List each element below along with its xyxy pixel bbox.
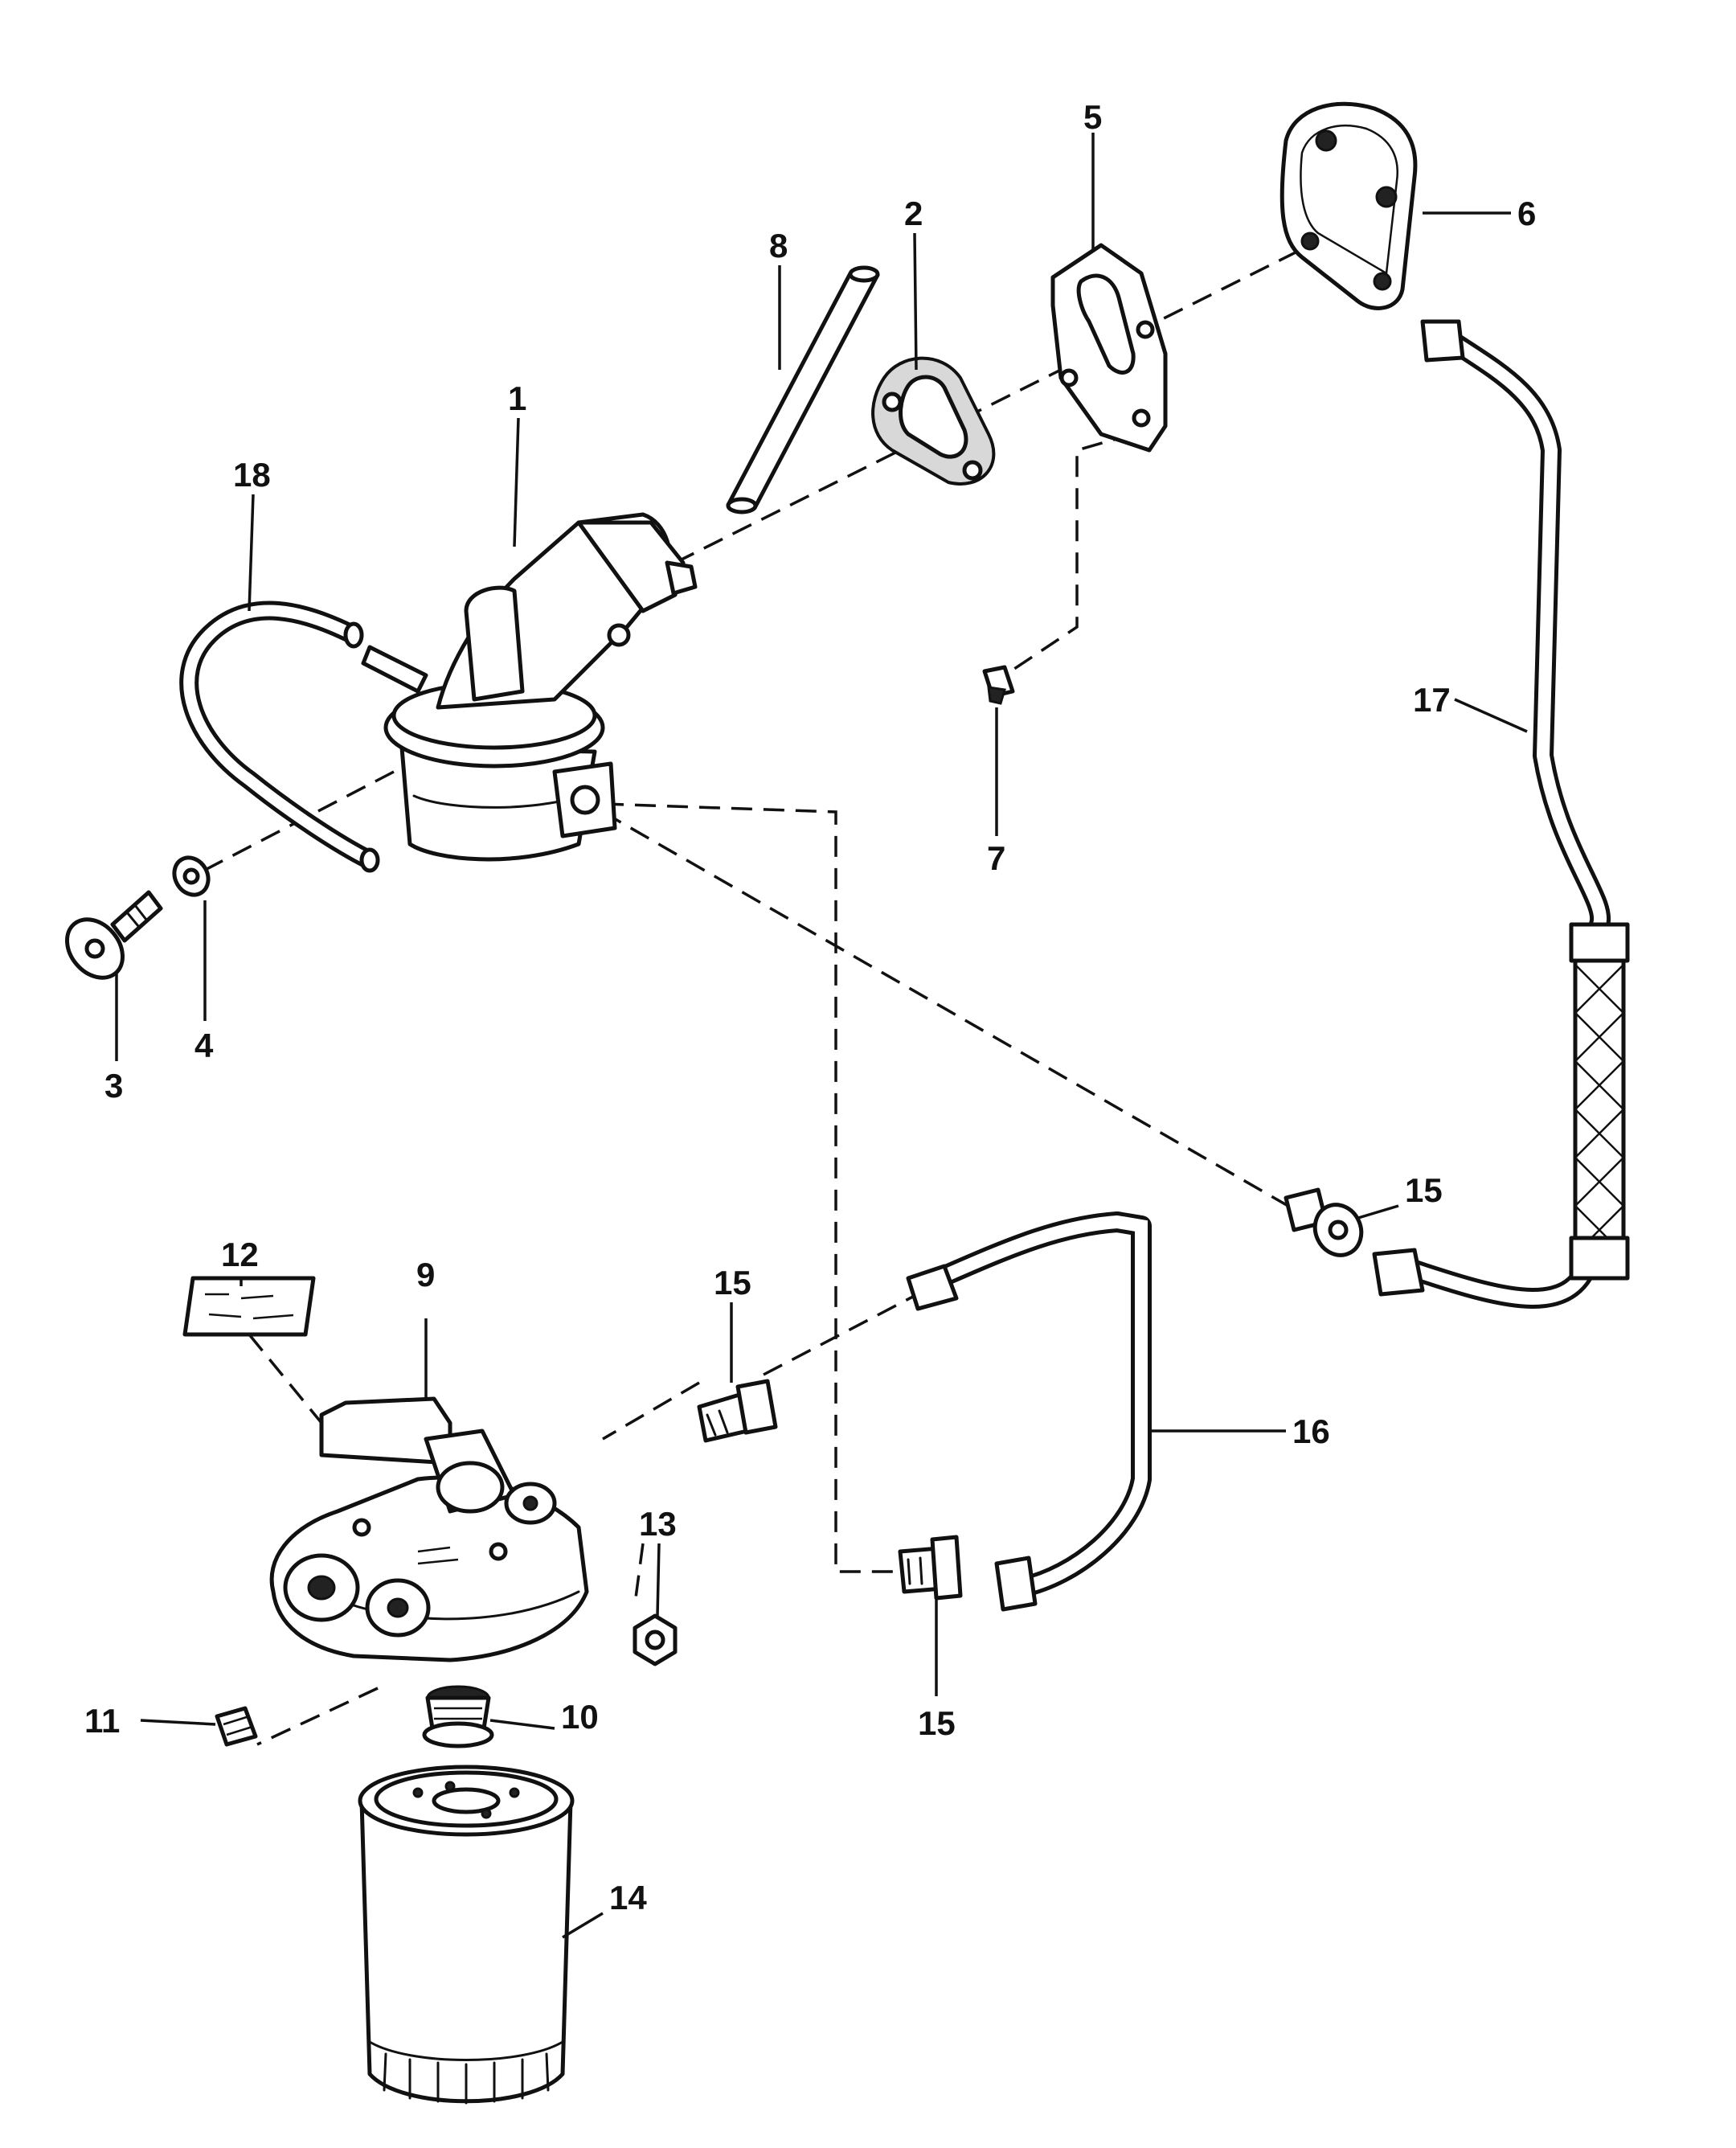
callout-15-middle: 15 [714, 1264, 751, 1302]
small-screw [982, 665, 1015, 705]
pump-gasket [871, 356, 996, 486]
bolt [65, 890, 163, 980]
plug [215, 1706, 258, 1747]
pump-hose [179, 601, 380, 873]
callout-16: 16 [1292, 1412, 1330, 1450]
cover-plate [1279, 101, 1418, 310]
lock-washer [172, 855, 211, 897]
assembly-lines [192, 240, 1319, 1746]
filter-head [269, 1396, 589, 1662]
fitting-tee [898, 1535, 963, 1601]
callout-12: 12 [221, 1236, 259, 1273]
mounting-plate [1050, 243, 1168, 453]
callout-6: 6 [1517, 195, 1536, 232]
filter-cartridge [358, 1765, 575, 2105]
callout-10: 10 [561, 1698, 599, 1736]
fuel-pump [361, 512, 698, 862]
callout-15-bottom: 15 [918, 1704, 956, 1742]
callout-11: 11 [84, 1702, 120, 1740]
fuel-line-long [1372, 319, 1630, 1309]
fitting-middle [697, 1379, 778, 1443]
callout-5: 5 [1083, 98, 1102, 136]
callout-18: 18 [233, 456, 271, 494]
callout-8: 8 [769, 227, 788, 264]
callout-7: 7 [987, 839, 1005, 877]
fuel-line-short [906, 1211, 1152, 1612]
callout-13: 13 [639, 1505, 677, 1543]
callout-15-right: 15 [1405, 1171, 1443, 1209]
filter-adapter [422, 1685, 494, 1748]
callout-9: 9 [416, 1256, 435, 1293]
callout-14: 14 [609, 1879, 647, 1916]
callout-3: 3 [104, 1067, 123, 1105]
fitting-right [1284, 1187, 1364, 1257]
callout-2: 2 [904, 195, 923, 232]
leader-lines [115, 133, 1528, 1939]
vent-tube [726, 265, 880, 514]
callout-17: 17 [1413, 681, 1451, 719]
callout-4: 4 [194, 1027, 214, 1064]
nut [633, 1613, 678, 1666]
callout-1: 1 [508, 379, 526, 417]
callouts: 1 2 3 4 5 6 7 8 9 10 11 12 13 14 15 15 1… [84, 98, 1536, 1916]
decal [182, 1276, 316, 1337]
